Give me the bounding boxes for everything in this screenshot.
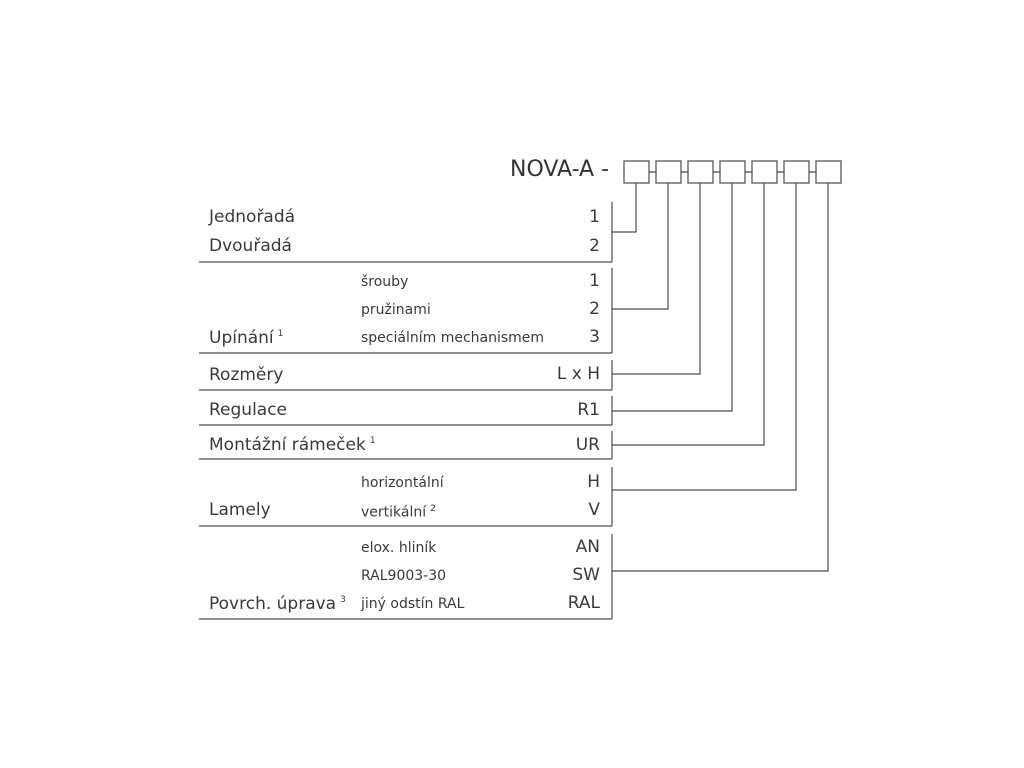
code-jiny-odstin: RAL bbox=[567, 593, 600, 613]
code-ramecek: UR bbox=[575, 435, 600, 455]
code-2: 2 bbox=[589, 236, 600, 256]
label-rozmery: Rozměry bbox=[209, 365, 284, 385]
code-box-3 bbox=[687, 160, 714, 184]
code-specialnim: 3 bbox=[589, 327, 600, 347]
option-elox: elox. hliník bbox=[361, 540, 437, 556]
label-dvouradam: Dvouřadá bbox=[209, 236, 292, 256]
option-jiny-odstin: jiný odstín RAL bbox=[361, 596, 465, 612]
code-regulace: R1 bbox=[577, 400, 600, 420]
code-1: 1 bbox=[589, 207, 600, 227]
code-ral9003: SW bbox=[572, 565, 600, 585]
option-ral9003: RAL9003-30 bbox=[361, 568, 447, 584]
option-specialnim: speciálním mechanismem bbox=[361, 330, 545, 346]
label-regulace: Regulace bbox=[209, 400, 288, 420]
code-box-2 bbox=[655, 160, 682, 184]
code-horizontalni: H bbox=[587, 472, 600, 492]
label-lamely: Lamely bbox=[209, 500, 271, 520]
label-jednoradam: Jednořadá bbox=[209, 207, 296, 227]
code-elox: AN bbox=[575, 537, 600, 557]
code-srouby: 1 bbox=[589, 271, 600, 291]
code-box-7 bbox=[815, 160, 842, 184]
option-srouby: šrouby bbox=[361, 274, 409, 290]
option-horizontalni: horizontální bbox=[361, 475, 444, 491]
diagram-title: NOVA-A - bbox=[510, 157, 610, 182]
code-vertikalni: V bbox=[588, 500, 600, 520]
code-box-5 bbox=[751, 160, 778, 184]
option-pruzinami: pružinami bbox=[361, 302, 431, 318]
code-box-1 bbox=[623, 160, 650, 184]
code-pruzinami: 2 bbox=[589, 299, 600, 319]
code-box-4 bbox=[719, 160, 746, 184]
code-box-6 bbox=[783, 160, 810, 184]
code-rozmery: L x H bbox=[556, 364, 600, 384]
